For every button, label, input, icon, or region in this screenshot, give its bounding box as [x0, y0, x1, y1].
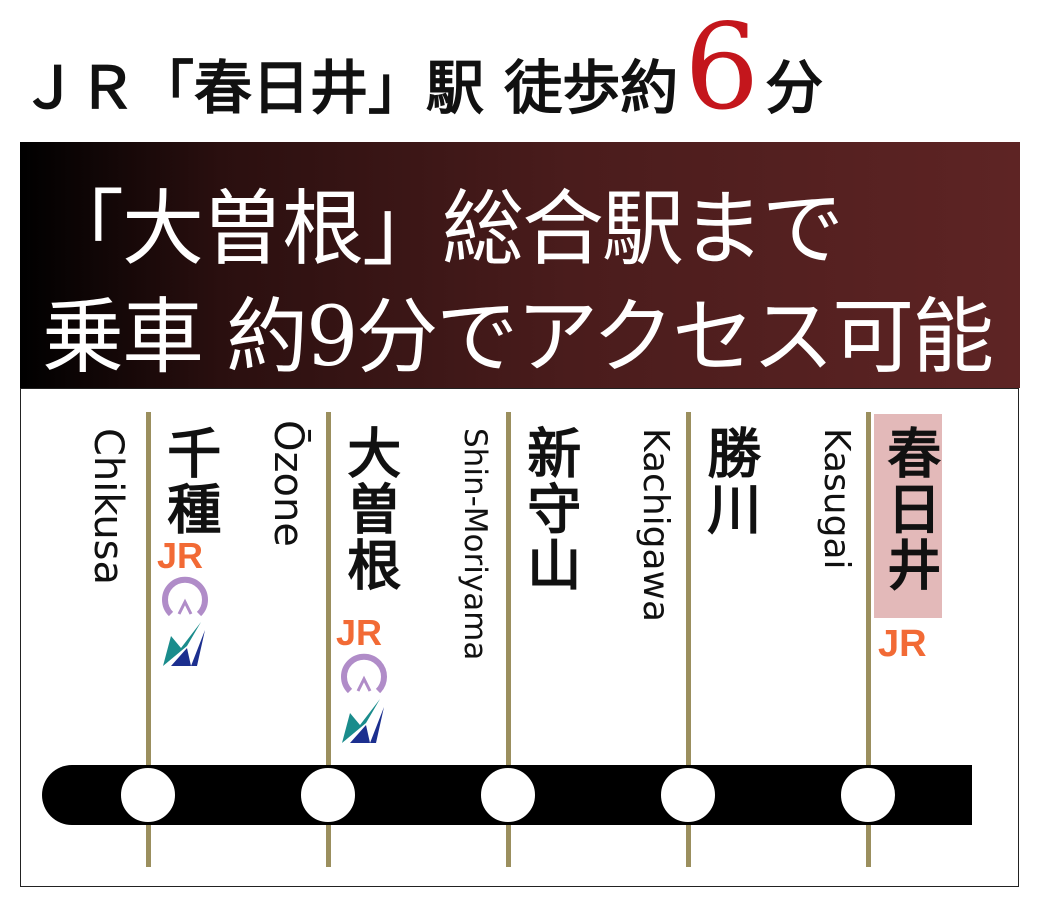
- jr-logo: JR: [878, 624, 927, 664]
- banner-line-2: 乗車 約9分でアクセス可能: [42, 290, 994, 385]
- kasugai-highlight: [874, 414, 942, 618]
- svg-text:JR: JR: [336, 615, 382, 653]
- station-romaji-ozone: Ōzone: [265, 420, 311, 547]
- station-name-kasugai: 春日井: [877, 425, 941, 593]
- station-name-kachigawa: 勝川: [697, 425, 761, 537]
- station-line: [866, 412, 871, 867]
- chikusa-logos: JR: [157, 538, 208, 666]
- walk-minutes: 6: [684, 0, 760, 136]
- jr-logo: JR: [336, 615, 382, 653]
- station-romaji-kasugai: Kasugai: [816, 428, 857, 570]
- headline-prefix: ＪＲ「春日井」駅 徒歩約: [20, 54, 679, 122]
- meitetsu-logo: [342, 699, 384, 743]
- station-marker-ozone: [299, 766, 357, 824]
- subway-logo: [341, 653, 387, 694]
- station-romaji-chikusa: Chikusa: [85, 428, 131, 586]
- station-line: [326, 412, 331, 867]
- headline: ＪＲ「春日井」駅 徒歩約 6 分: [20, 8, 1030, 128]
- station-marker-chikusa: [119, 766, 177, 824]
- station-name-ozone: 大曽根: [337, 425, 401, 593]
- station-line: [686, 412, 691, 867]
- jr-logo: JR: [157, 538, 203, 576]
- station-line: [506, 412, 511, 867]
- banner-line-1: 「大曽根」総合駅まで: [42, 182, 844, 277]
- access-banner: 「大曽根」総合駅まで 乗車 約9分でアクセス可能: [20, 142, 1020, 388]
- svg-text:JR: JR: [157, 538, 203, 576]
- station-marker-kachigawa: [659, 766, 717, 824]
- station-romaji-kachigawa: Kachigawa: [635, 428, 676, 623]
- station-marker-kasugai: [839, 766, 897, 824]
- svg-text:JR: JR: [878, 624, 927, 664]
- route-map: [20, 388, 1019, 887]
- meitetsu-logo: [163, 622, 205, 666]
- subway-logo: [162, 576, 208, 617]
- kasugai-logos: JR: [878, 624, 927, 664]
- ozone-logos: JR: [336, 615, 387, 743]
- headline-suffix: 分: [765, 54, 824, 122]
- station-romaji-shin-moriyama: Shin-Moriyama: [457, 428, 493, 661]
- station-marker-shin-moriyama: [479, 766, 537, 824]
- station-name-chikusa: 千種: [157, 425, 221, 537]
- station-line: [146, 412, 151, 867]
- station-name-shin-moriyama: 新守山: [517, 425, 581, 593]
